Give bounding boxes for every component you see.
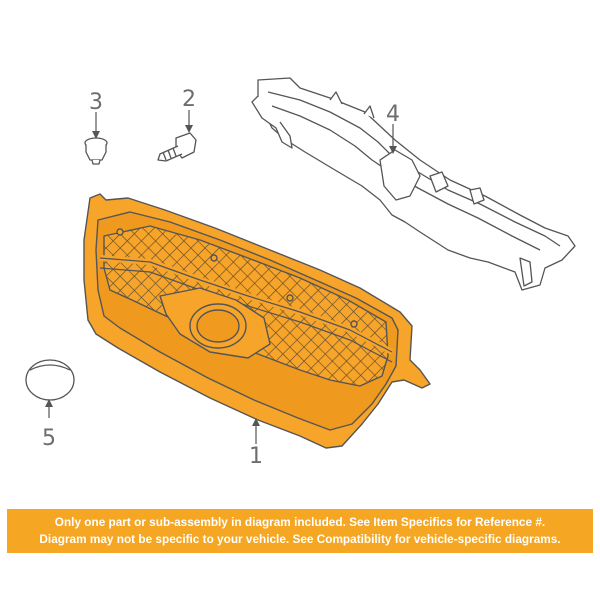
callout-3: 3: [89, 90, 103, 115]
arrow-2: [185, 125, 193, 133]
disclaimer-line-2: Diagram may not be specific to your vehi…: [39, 532, 561, 546]
callout-4: 4: [386, 102, 400, 127]
grille-part: [83, 193, 431, 449]
bolt-part: [157, 132, 197, 162]
disclaimer-banner: Only one part or sub-assembly in diagram…: [7, 509, 593, 553]
callout-2: 2: [182, 87, 196, 112]
callout-1: 1: [249, 444, 263, 469]
arrow-4: [389, 146, 397, 154]
arrow-5: [45, 399, 53, 407]
radiator-support-part: [251, 77, 576, 291]
callout-5: 5: [42, 426, 56, 451]
arrow-1: [252, 418, 260, 426]
disclaimer-line-1: Only one part or sub-assembly in diagram…: [54, 515, 546, 529]
arrow-3: [92, 131, 100, 139]
emblem-part: [25, 359, 75, 401]
clip-part: [84, 137, 108, 165]
